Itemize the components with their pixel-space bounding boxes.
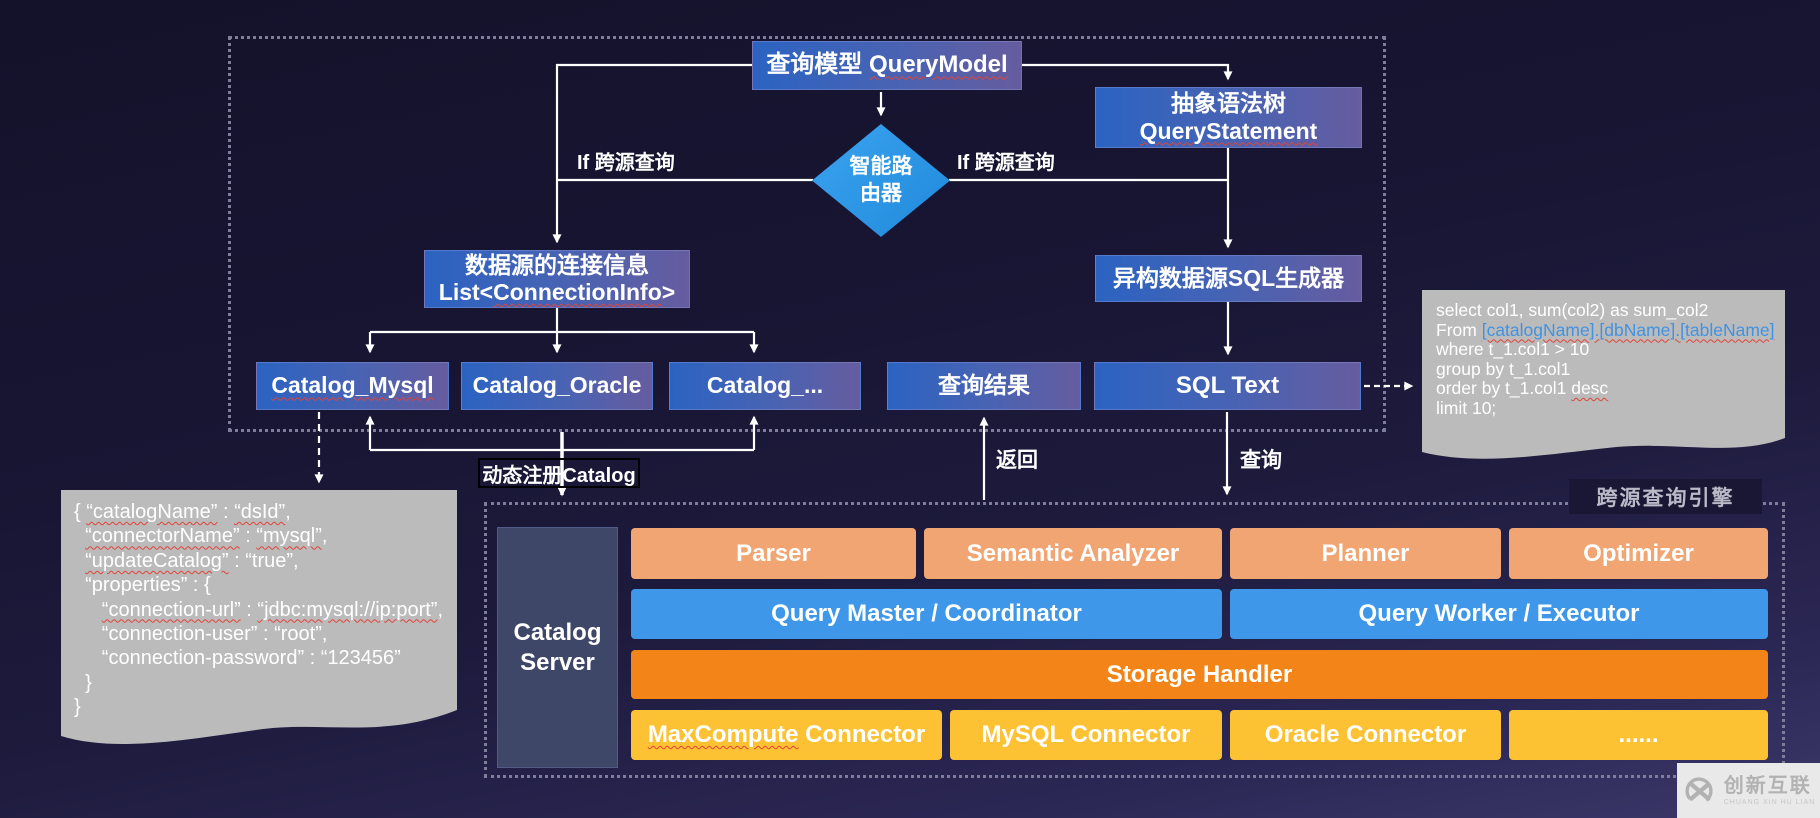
engine-box-mysql-connector: MySQL Connector — [950, 710, 1222, 760]
engine-box-storage-handler: Storage Handler — [631, 650, 1768, 699]
engine-box-maxcompute-connector: MaxCompute Connector — [631, 710, 942, 760]
catalog-mysql-box: Catalog_Mysql — [256, 362, 449, 410]
brand-logo-icon — [1685, 776, 1713, 805]
sql-document-shape — [1422, 290, 1785, 459]
sql-generator-label: 异构数据源SQL生成器 — [1112, 264, 1345, 291]
query-model-label: 查询模型 QueryModel — [766, 51, 1008, 79]
engine-box-planner: Planner — [1230, 528, 1501, 579]
router-label-line2: 由器 — [860, 181, 902, 205]
watermark-badge: 创新互联 CHUANG XIN HU LIAN — [1677, 763, 1820, 818]
watermark-brand-en: CHUANG XIN HU LIAN — [1723, 798, 1816, 806]
ast-box: 抽象语法树 QueryStatement — [1095, 87, 1362, 148]
json-document-text: { “catalogName” : “dsId”, “connectorName… — [74, 501, 444, 719]
query-engine-container — [484, 502, 1785, 778]
connection-info-box: 数据源的连接信息 List<ConnectionInfo> — [424, 250, 690, 308]
ast-label-en: QueryStatement — [1139, 117, 1318, 144]
engine-box-oracle-connector: Oracle Connector — [1230, 710, 1501, 760]
catalog-oracle-label: Catalog_Oracle — [472, 372, 642, 399]
connection-info-zh: 数据源的连接信息 — [465, 251, 649, 278]
sql-text-label: SQL Text — [1175, 371, 1280, 399]
sql-generator-box: 异构数据源SQL生成器 — [1095, 255, 1362, 302]
dynamic-register-catalog-label: 动态注册Catalog — [478, 458, 640, 488]
catalog-oracle-box: Catalog_Oracle — [461, 362, 653, 410]
query-result-box: 查询结果 — [887, 362, 1081, 410]
ast-label-zh: 抽象语法树 — [1171, 90, 1286, 117]
query-label: 查询 — [1240, 449, 1282, 472]
catalog-mysql-label: Catalog_Mysql — [271, 372, 434, 399]
watermark-brand-zh: 创新互联 — [1723, 774, 1812, 797]
router-label-line1: 智能路 — [849, 155, 913, 179]
query-model-box: 查询模型 QueryModel — [752, 41, 1022, 90]
query-result-label: 查询结果 — [938, 372, 1030, 399]
return-label: 返回 — [996, 449, 1038, 472]
catalog-more-label: Catalog_... — [706, 372, 824, 399]
engine-box-more-connector: ...... — [1509, 710, 1768, 760]
sql-text-box: SQL Text — [1094, 362, 1361, 410]
catalog-server-box: Catalog Server — [497, 527, 618, 768]
if-cross-source-left-label: If 跨源查询 — [577, 152, 675, 174]
engine-box-parser: Parser — [631, 528, 916, 579]
engine-box-query-worker: Query Worker / Executor — [1230, 589, 1768, 639]
catalog-more-box: Catalog_... — [669, 362, 861, 410]
engine-box-optimizer: Optimizer — [1509, 528, 1768, 579]
engine-box-semantic-analyzer: Semantic Analyzer — [924, 528, 1222, 579]
if-cross-source-right-label: If 跨源查询 — [957, 152, 1055, 174]
sql-document-text: select col1, sum(col2) as sum_col2 From … — [1436, 300, 1775, 418]
engine-box-query-master: Query Master / Coordinator — [631, 589, 1222, 639]
top-flow-container — [228, 36, 1386, 432]
engine-title-tag: 跨源查询引擎 — [1569, 479, 1762, 514]
json-document-shape — [61, 490, 457, 745]
connection-info-en: List<ConnectionInfo> — [438, 279, 676, 305]
